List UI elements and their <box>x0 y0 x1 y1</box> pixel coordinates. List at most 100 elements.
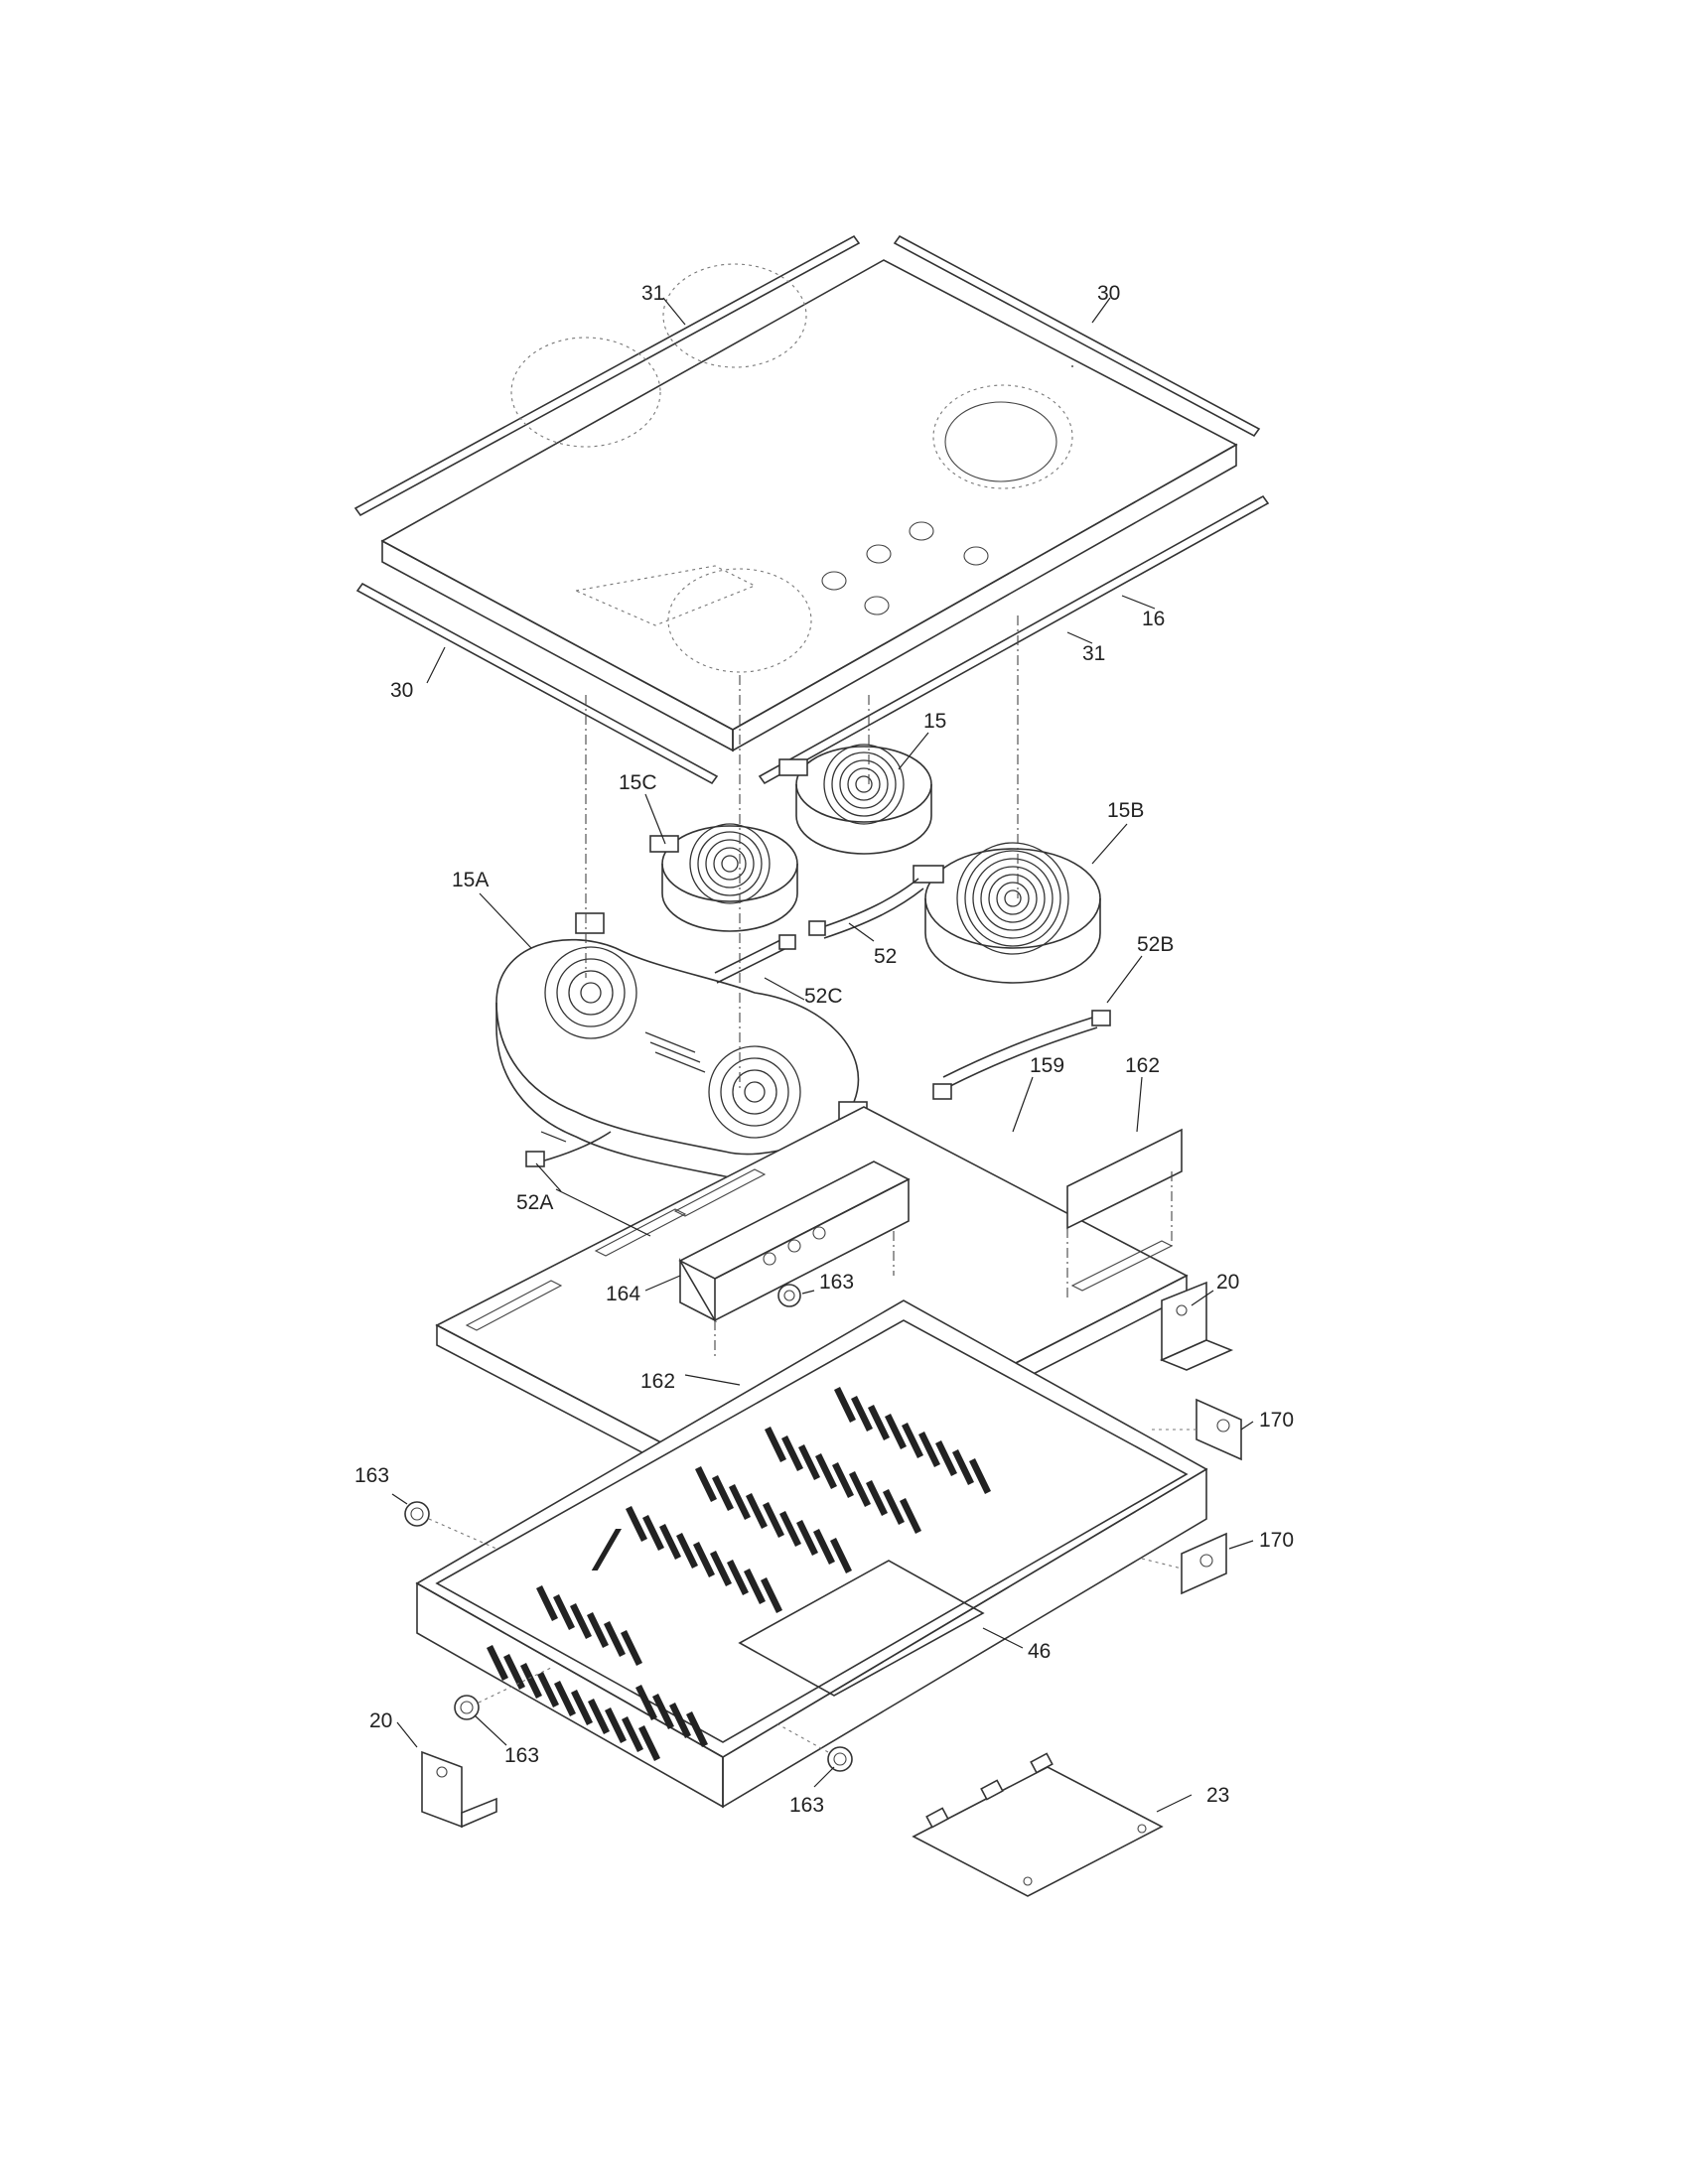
terminal-block <box>778 758 808 776</box>
vent-slot <box>935 1440 957 1476</box>
vent-slot <box>652 1694 674 1729</box>
vent-slot <box>746 1493 768 1529</box>
vent-slot <box>588 1699 610 1734</box>
vent-slot <box>553 1594 575 1630</box>
vent-slot <box>866 1480 888 1516</box>
vent-slot <box>849 1471 871 1507</box>
trim-strip-31-bottom <box>758 494 1270 785</box>
vent-slot <box>798 1444 820 1480</box>
bumper-163-c <box>827 1746 853 1772</box>
bracket-20-right <box>1159 1281 1234 1371</box>
part-label: 15C <box>619 771 657 794</box>
vent-slot <box>765 1427 786 1462</box>
vent-slot <box>883 1489 905 1525</box>
element-15c <box>649 823 798 932</box>
part-label: 31 <box>641 282 664 305</box>
vent-slot <box>487 1645 508 1681</box>
terminal-block <box>913 865 944 884</box>
vent-slot <box>902 1423 923 1458</box>
vent-slot <box>900 1498 921 1534</box>
vent-slot <box>918 1432 940 1467</box>
vent-slot <box>604 1621 626 1657</box>
vent-slot <box>815 1453 837 1489</box>
burner-zone-outline <box>662 263 807 368</box>
trim-strip-30-right <box>893 234 1261 438</box>
part-label: 52B <box>1137 933 1174 956</box>
vent-slot <box>796 1520 818 1556</box>
part-label: 162 <box>640 1370 675 1393</box>
bottom-pan-46 <box>415 1299 1208 1809</box>
part-label: 162 <box>1125 1054 1160 1077</box>
part-label: 15 <box>923 710 946 733</box>
part-label: 52C <box>804 985 843 1008</box>
part-label: 31 <box>1082 642 1105 665</box>
part-label: 170 <box>1259 1409 1294 1432</box>
vent-slot <box>813 1529 835 1565</box>
vent-slot <box>638 1725 660 1761</box>
bracket-170-upper <box>1196 1398 1242 1461</box>
vent-slot <box>695 1466 717 1502</box>
terminal-block <box>649 835 679 853</box>
control-indicator <box>866 544 892 564</box>
part-label: 20 <box>369 1709 392 1732</box>
part-label: 46 <box>1028 1640 1051 1663</box>
vent-slot <box>763 1502 784 1538</box>
bracket-20-left <box>421 1750 497 1829</box>
burner-zone-outline <box>510 337 661 448</box>
part-label: 15B <box>1107 799 1144 822</box>
harness-52b <box>932 1010 1111 1100</box>
control-indicator <box>864 596 890 615</box>
vent-slot <box>676 1533 698 1569</box>
control-indicator <box>909 521 934 541</box>
part-label: 163 <box>354 1464 389 1487</box>
part-label: 23 <box>1206 1784 1229 1807</box>
vent-slot <box>781 1435 803 1471</box>
vent-slot <box>710 1551 732 1586</box>
harness-52c <box>714 934 796 984</box>
vent-slot <box>727 1560 749 1595</box>
vent-slot <box>537 1672 559 1707</box>
vent-slot <box>868 1405 890 1440</box>
vent-slot <box>621 1630 642 1666</box>
control-indicator <box>963 546 989 566</box>
bumper-163-d <box>777 1284 801 1307</box>
vent-slot <box>536 1585 558 1621</box>
part-label: 15A <box>452 869 489 891</box>
part-label: 52A <box>516 1191 553 1214</box>
vent-slot <box>851 1396 873 1432</box>
bumper-163-a <box>404 1501 430 1527</box>
control-indicator <box>821 571 847 591</box>
vent-slot <box>744 1569 766 1604</box>
terminal-block <box>575 912 605 934</box>
vent-slot <box>642 1515 664 1551</box>
part-label: 159 <box>1030 1054 1064 1077</box>
shield-162-right <box>1066 1128 1183 1230</box>
vent-slot <box>885 1414 907 1449</box>
vent-slot <box>635 1685 657 1720</box>
bracket-164 <box>678 1160 911 1322</box>
vent-slot <box>622 1716 643 1752</box>
vent-slot <box>693 1542 715 1577</box>
vent-slot <box>832 1462 854 1498</box>
element-15 <box>778 744 932 855</box>
vent-slot <box>712 1475 734 1511</box>
vent-slot <box>503 1654 525 1690</box>
part-label: 163 <box>789 1794 824 1817</box>
vent-slot <box>830 1538 852 1573</box>
part-label: 30 <box>390 679 413 702</box>
part-label: 164 <box>606 1283 640 1305</box>
vent-slot <box>626 1506 647 1542</box>
callout-leaders <box>391 297 1254 1813</box>
vent-slots <box>487 1387 991 1761</box>
part-label: 20 <box>1216 1271 1239 1294</box>
bumper-163-b <box>454 1695 480 1720</box>
vent-slot <box>554 1681 576 1716</box>
glass-cooktop <box>353 234 1270 785</box>
vent-slots <box>591 1529 622 1570</box>
part-label: 52 <box>874 945 897 968</box>
vent-slot <box>570 1603 592 1639</box>
burner-zone-outline <box>932 384 1073 489</box>
part-label: 163 <box>504 1744 539 1767</box>
trim-strip-31-top <box>353 234 861 517</box>
vent-slot <box>587 1612 609 1648</box>
